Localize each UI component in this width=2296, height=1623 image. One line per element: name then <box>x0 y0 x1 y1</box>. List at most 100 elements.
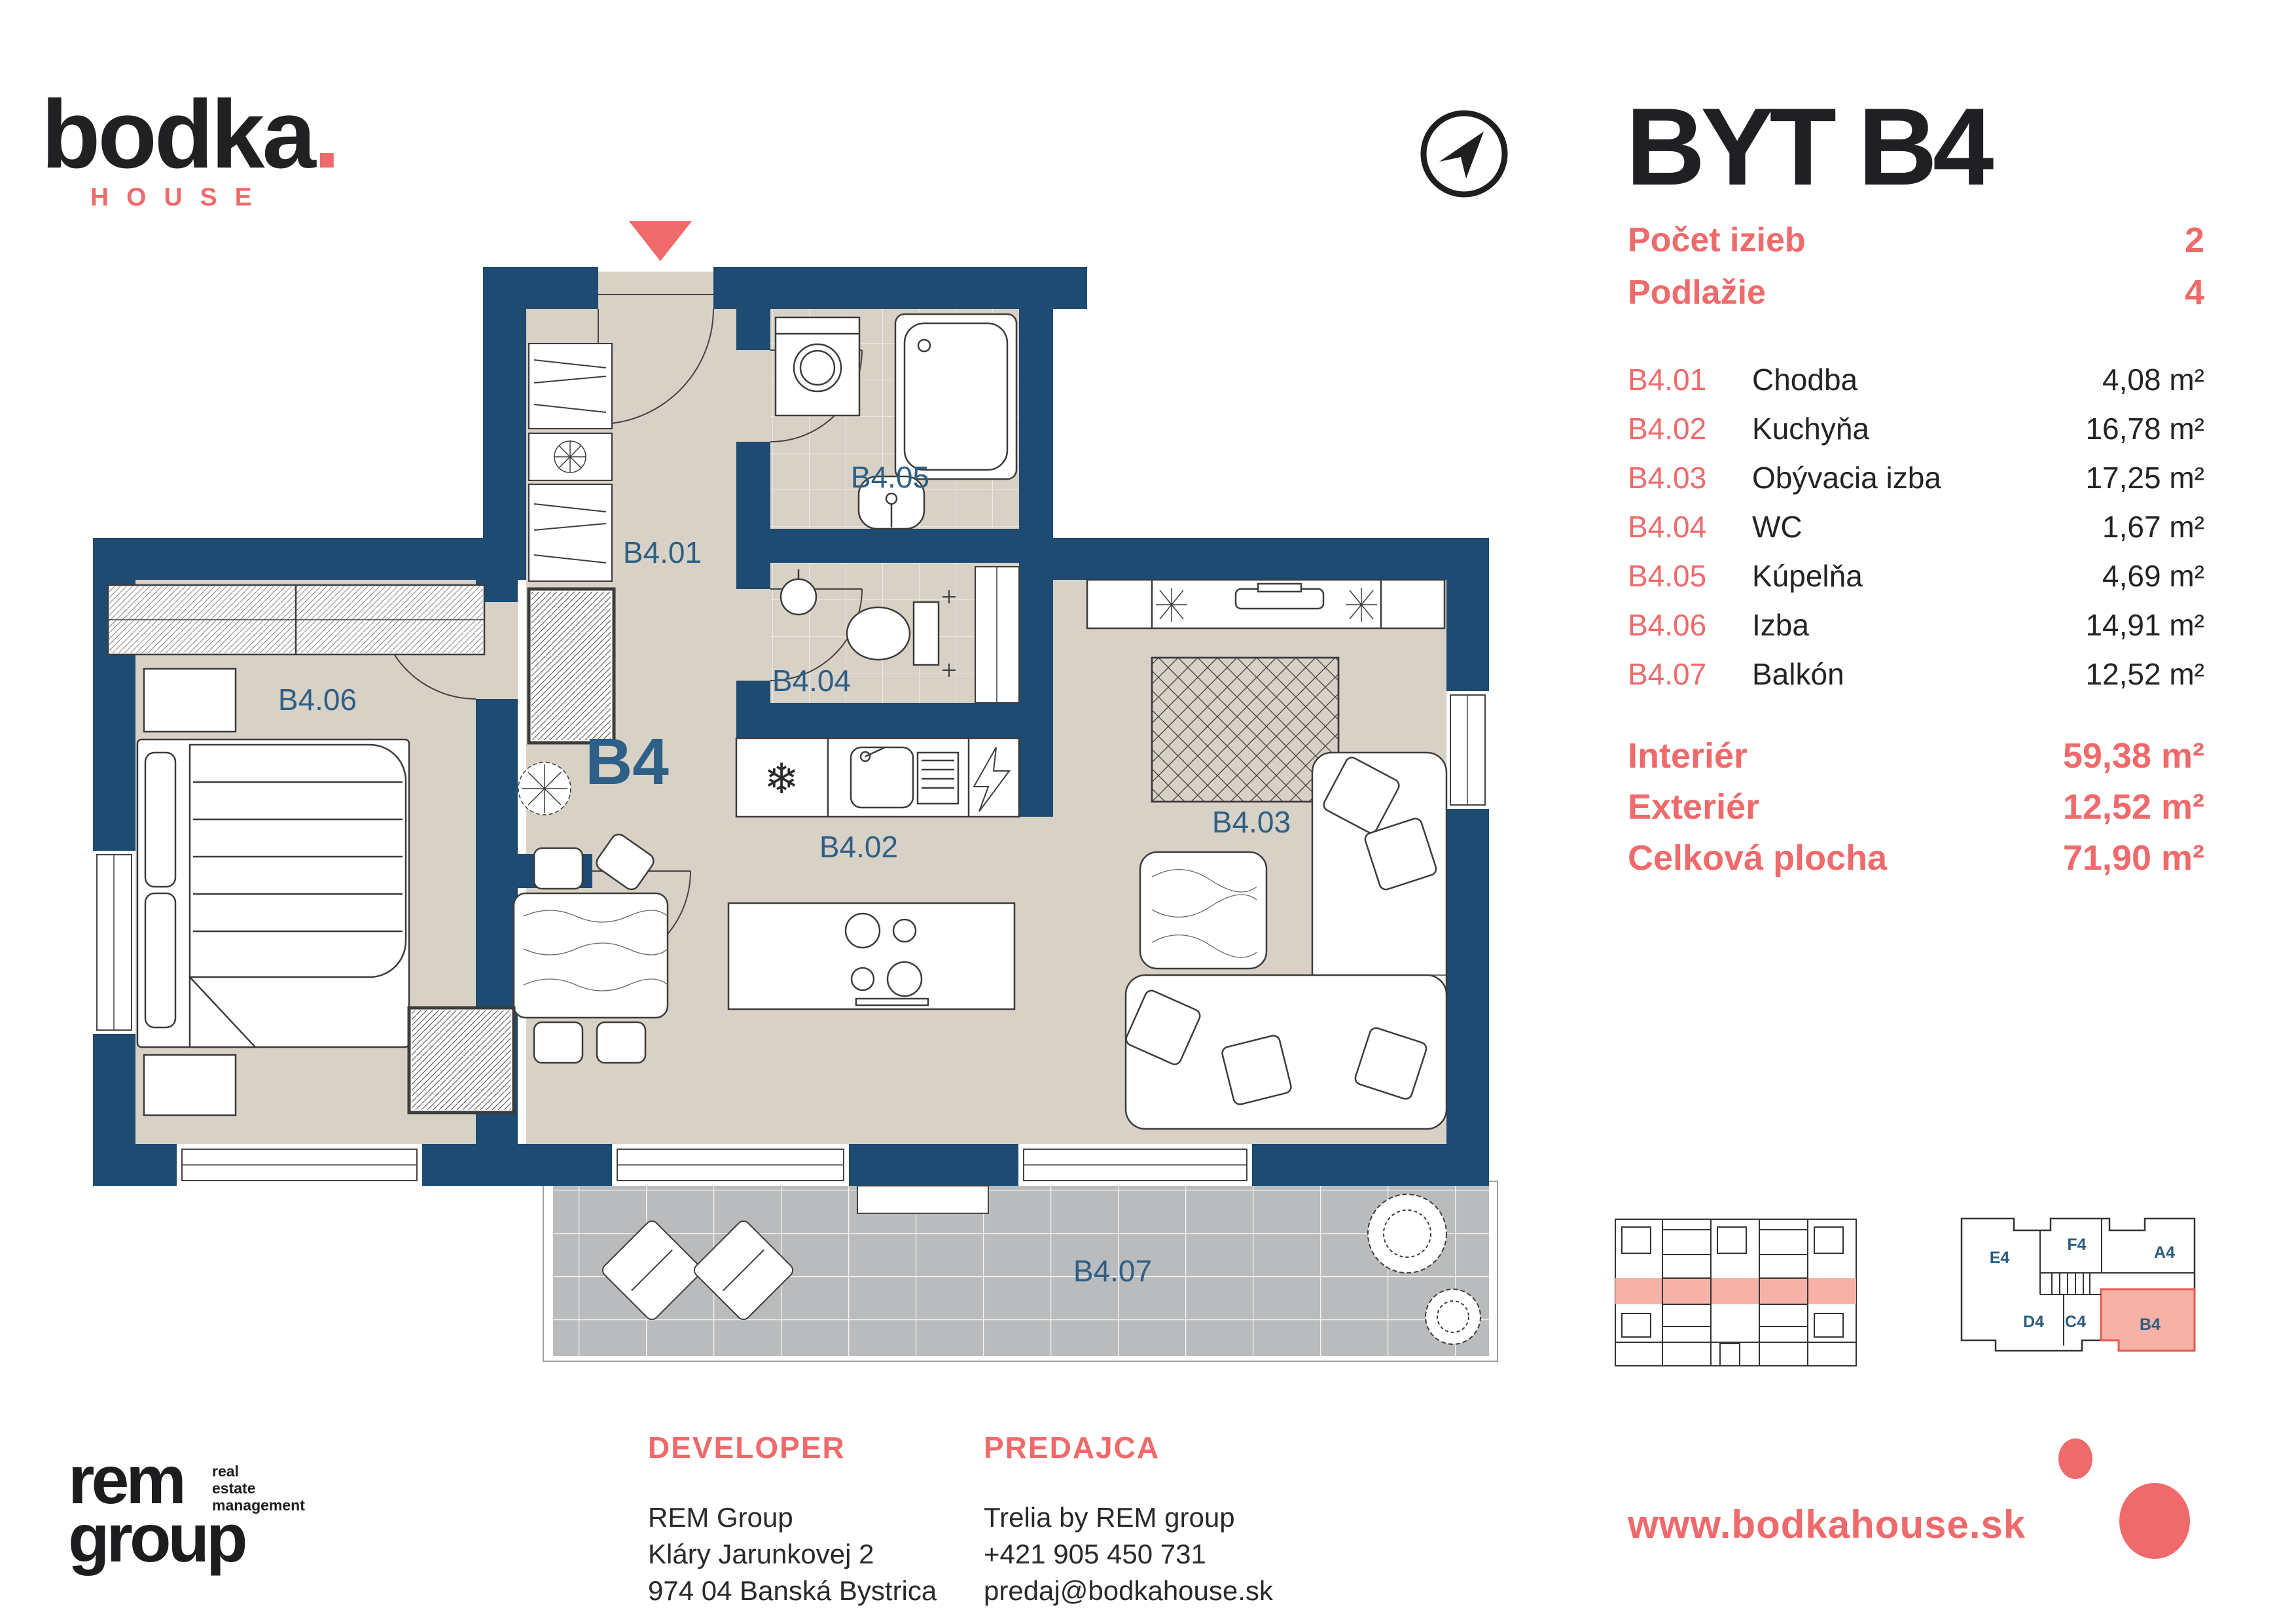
room-name: Chodba <box>1752 363 1858 397</box>
room-code: B4.06 <box>1628 608 1707 642</box>
room-label-b407: B4.07 <box>1073 1254 1152 1288</box>
rem-group-tagline: real estate management <box>212 1463 305 1514</box>
table-row: B4.02 Kuchyňa 16,78 m² <box>1628 404 2204 454</box>
key-label-a4: A4 <box>2154 1243 2175 1262</box>
room-area: 4,08 m² <box>2102 363 2204 397</box>
key-label-f4: F4 <box>2067 1236 2086 1254</box>
summary-row-exterior: Exteriér 12,52 m² <box>1628 781 2204 832</box>
rem-logo-top: rem <box>68 1442 187 1518</box>
room-name: WC <box>1752 510 1803 544</box>
highlighted-floor-band <box>1615 1278 1856 1304</box>
spec-value: 4 <box>2184 273 2204 312</box>
summary-label: Exteriér <box>1628 787 1760 827</box>
brand-logo-text: bodka <box>41 80 316 188</box>
brand-dot-small-icon <box>2058 1438 2092 1479</box>
windows <box>93 691 1489 1214</box>
developer-line: 974 04 Banská Bystrica <box>648 1575 937 1606</box>
floor-key-plan: E4 F4 A4 D4 C4 B4 <box>1960 1217 2196 1352</box>
seller-heading: PREDAJCA <box>984 1431 1160 1465</box>
seller-line: predaj@bodkahouse.sk <box>984 1575 1273 1606</box>
table-row: B4.07 Balkón 12,52 m² <box>1628 649 2204 699</box>
fridge-snowflake-icon: ❄ <box>764 755 799 802</box>
room-code: B4.04 <box>1628 510 1707 544</box>
key-label-c4: C4 <box>2065 1313 2086 1331</box>
developer-heading: DEVELOPER <box>648 1431 846 1465</box>
dining-table <box>512 833 669 1064</box>
brand-dot-large-icon <box>2119 1483 2190 1559</box>
balcony-furniture <box>601 1194 1481 1345</box>
key-label-b4: B4 <box>2140 1315 2161 1334</box>
kitchen-counter <box>735 737 1020 818</box>
spec-value: 2 <box>2184 221 2204 260</box>
key-label-e4: E4 <box>1990 1249 2010 1267</box>
plant-icon <box>518 762 571 815</box>
table-row: B4.03 Obývacia izba 17,25 m² <box>1628 453 2204 503</box>
developer-line: Kláry Jarunkovej 2 <box>648 1539 874 1569</box>
room-label-b403: B4.03 <box>1212 805 1291 839</box>
entrance-arrow-icon <box>629 221 692 261</box>
spec-label: Počet izieb <box>1628 221 1806 259</box>
summary-value: 71,90 m² <box>2062 838 2204 878</box>
room-label-b405: B4.05 <box>851 460 929 494</box>
bedroom-furniture <box>107 584 516 1116</box>
wc-fixtures <box>780 569 956 677</box>
room-name: Balkón <box>1752 657 1844 691</box>
table-row: B4.01 Chodba 4,08 m² <box>1628 355 2204 404</box>
floor-plan: ❄ <box>93 221 1498 1362</box>
rem-group-logo: rem group <box>68 1442 248 1577</box>
room-label-b406: B4.06 <box>278 683 357 717</box>
spec-row-rooms-count: Počet izieb 2 <box>1628 215 2204 265</box>
living-furniture <box>1086 579 1448 1130</box>
bathroom-fixtures <box>774 313 1018 530</box>
summary-label: Celková plocha <box>1628 838 1888 878</box>
hallway-furniture <box>527 343 616 745</box>
rem-logo-bottom: group <box>68 1501 248 1577</box>
summary-row-interior: Interiér 59,38 m² <box>1628 730 2204 781</box>
room-label-b402: B4.02 <box>819 830 898 864</box>
room-name: Izba <box>1752 608 1809 642</box>
seller-block: PREDAJCA Trelia by REM group +421 905 45… <box>984 1430 1273 1609</box>
seller-line: +421 905 450 731 <box>984 1539 1206 1569</box>
developer-line: REM Group <box>648 1502 793 1533</box>
kitchen-island <box>727 902 1016 1010</box>
brand-logo-sub: HOUSE <box>90 183 270 211</box>
room-area: 17,25 m² <box>2085 461 2204 495</box>
summary-label: Interiér <box>1628 736 1748 776</box>
room-area: 16,78 m² <box>2085 412 2204 446</box>
room-code: B4.01 <box>1628 363 1707 397</box>
room-label-b401: B4.01 <box>623 535 702 569</box>
building-section-diagram <box>1615 1219 1857 1366</box>
seller-line: Trelia by REM group <box>984 1502 1235 1533</box>
developer-block: DEVELOPER REM Group Kláry Jarunkovej 2 9… <box>648 1430 937 1609</box>
summary-value: 12,52 m² <box>2062 787 2204 827</box>
room-label-b404: B4.04 <box>772 664 851 698</box>
tagline-line: management <box>212 1496 305 1514</box>
tagline-line: real <box>212 1463 239 1480</box>
spec-row-floor: Podlažie 4 <box>1628 268 2204 317</box>
room-name: Kuchyňa <box>1752 412 1870 446</box>
room-code: B4.07 <box>1628 657 1707 691</box>
room-area: 12,52 m² <box>2085 657 2204 691</box>
table-row: B4.05 Kúpelňa 4,69 m² <box>1628 551 2204 601</box>
room-name: Kúpelňa <box>1752 559 1863 593</box>
room-area: 14,91 m² <box>2085 608 2204 642</box>
room-code: B4.02 <box>1628 412 1707 446</box>
spec-label: Podlažie <box>1628 274 1766 312</box>
summary-row-total: Celková plocha 71,90 m² <box>1628 832 2204 883</box>
plan-unit-label: B4 <box>585 725 669 798</box>
table-row: B4.06 Izba 14,91 m² <box>1628 600 2204 650</box>
key-label-d4: D4 <box>2023 1313 2044 1331</box>
room-area: 1,67 m² <box>2102 510 2204 544</box>
highlighted-unit-b4 <box>2100 1288 2196 1352</box>
brand-logo-dot: . <box>313 80 340 188</box>
room-code: B4.03 <box>1628 461 1707 495</box>
page-title: BYT B4 <box>1626 85 1994 208</box>
room-code: B4.05 <box>1628 559 1707 593</box>
table-row: B4.04 WC 1,67 m² <box>1628 502 2204 552</box>
compass-icon <box>1420 110 1508 198</box>
room-name: Obývacia izba <box>1752 461 1941 495</box>
brand-logo: bodka. <box>41 86 340 183</box>
room-area: 4,69 m² <box>2102 559 2204 593</box>
tagline-line: estate <box>212 1479 256 1497</box>
website-link[interactable]: www.bodkahouse.sk <box>1628 1503 2026 1546</box>
